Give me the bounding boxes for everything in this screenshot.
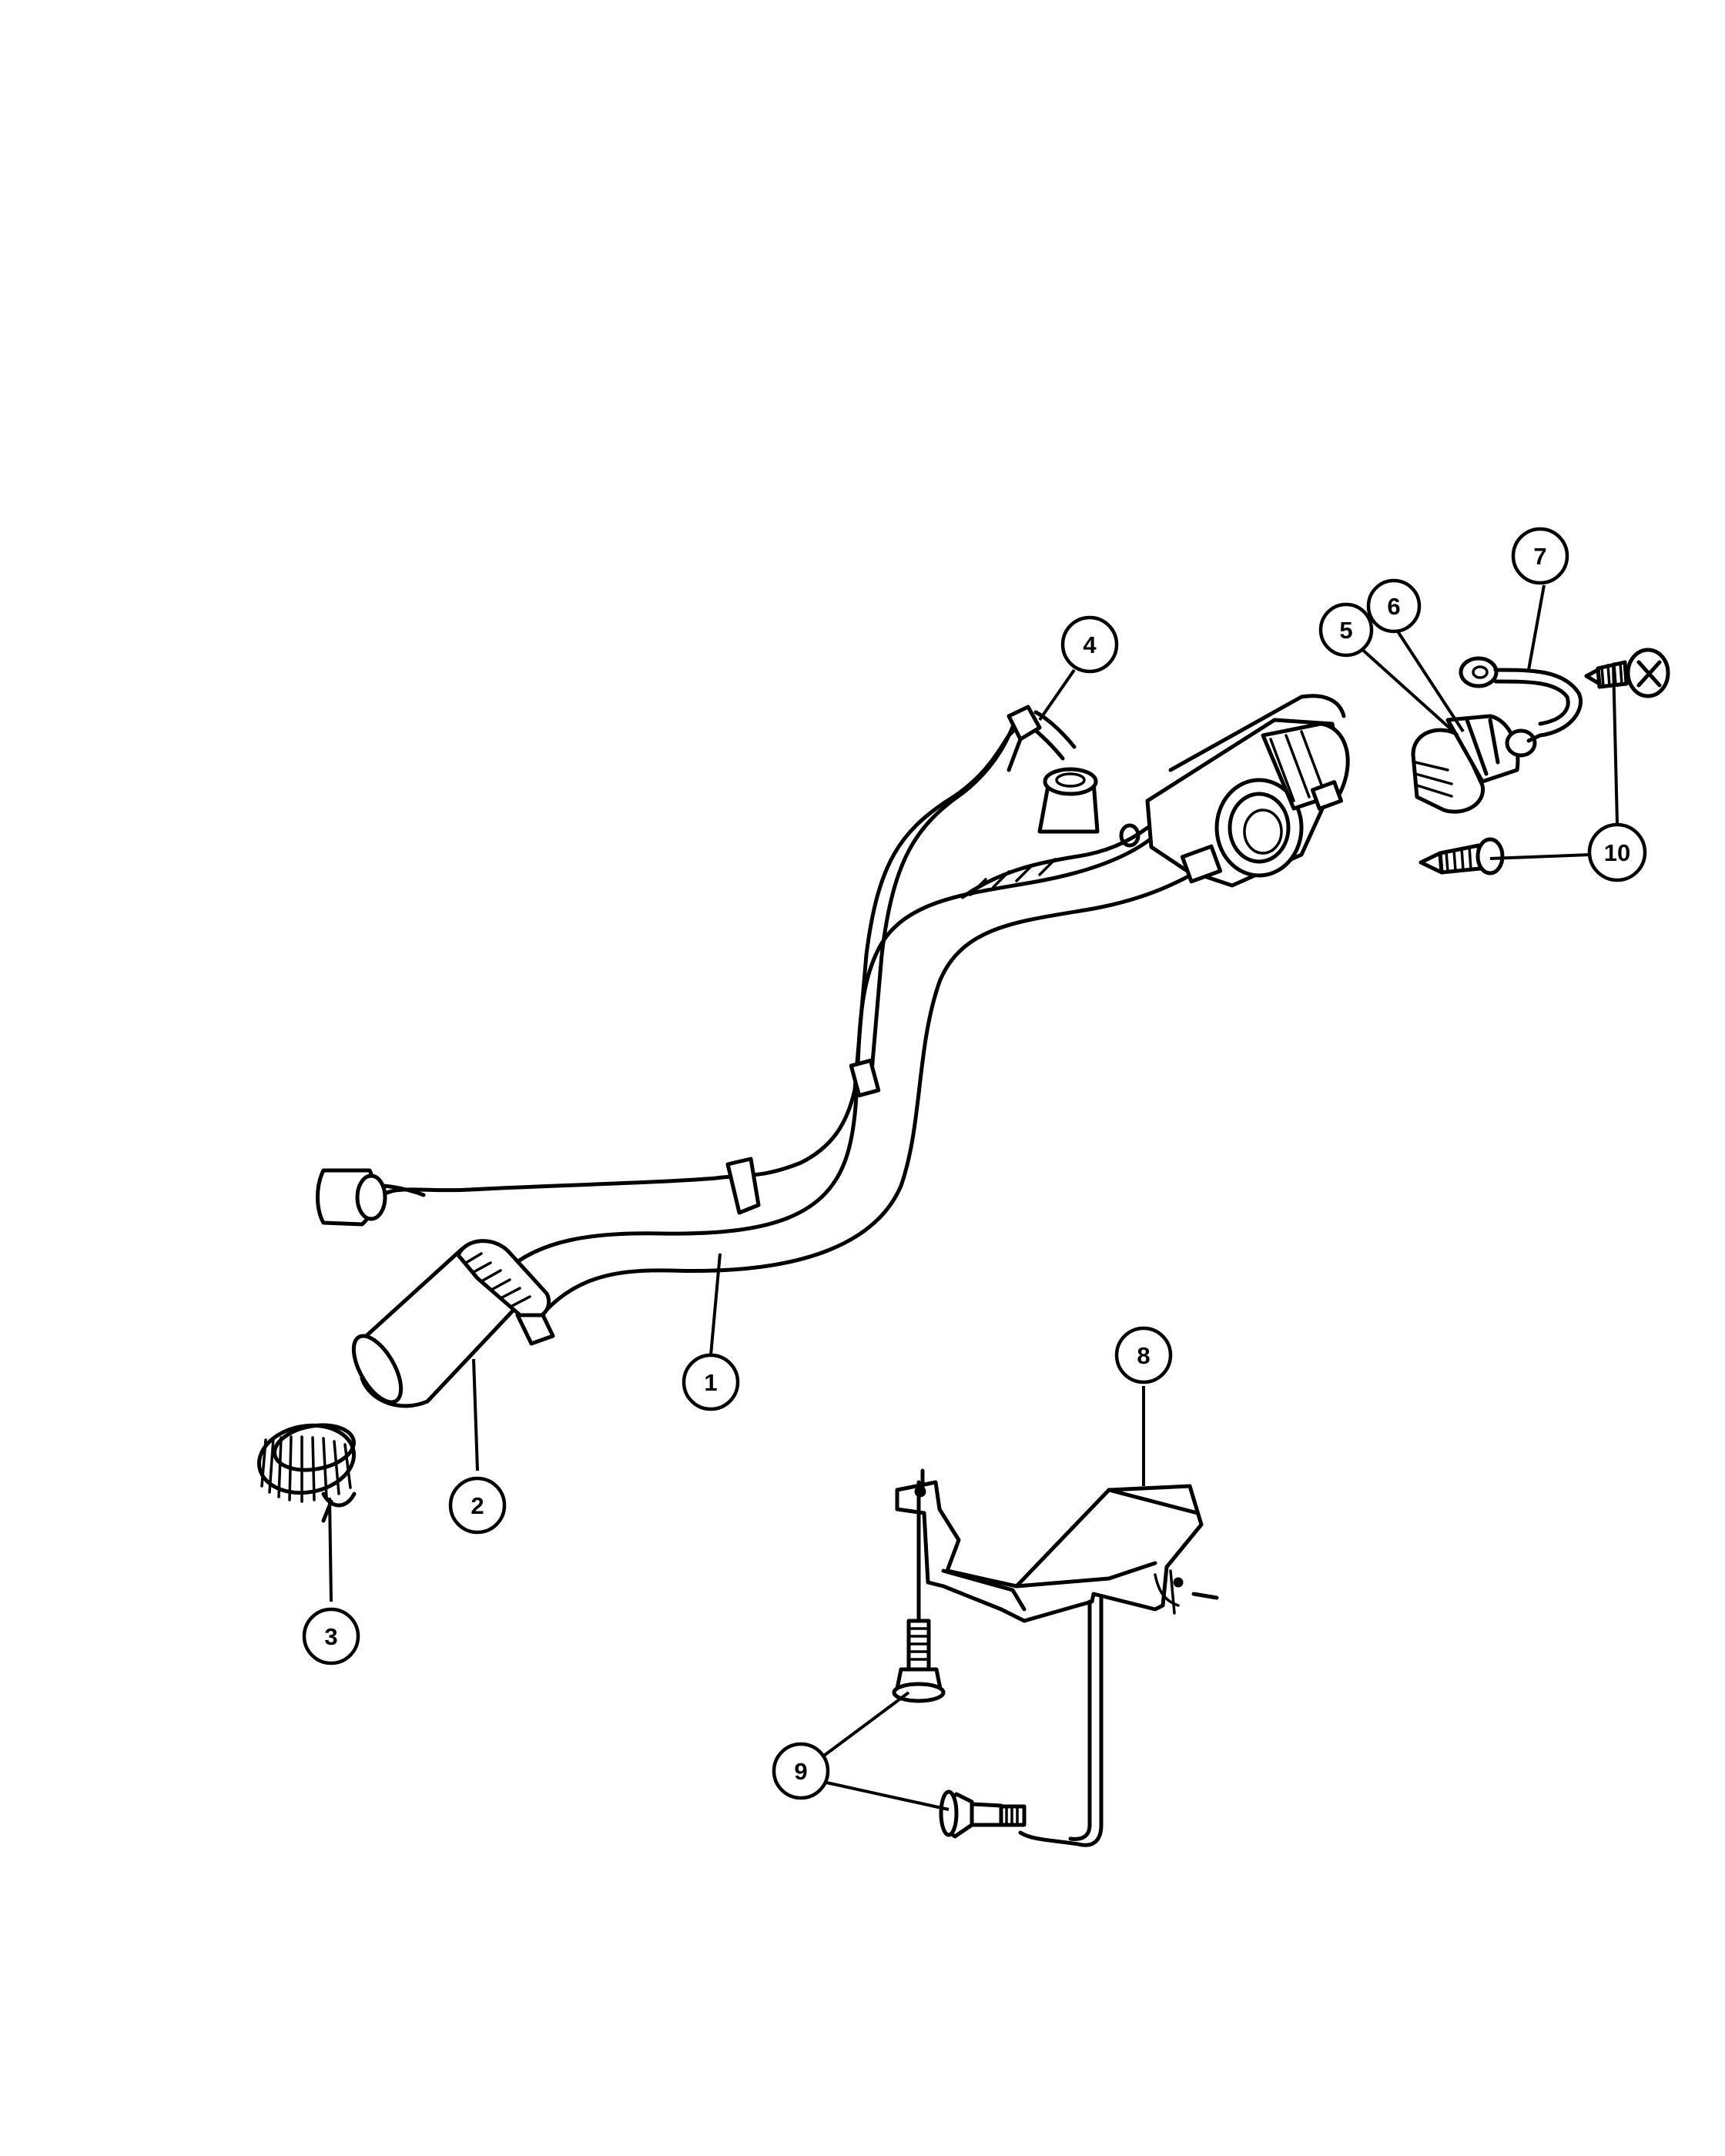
callout-1: 1 — [682, 1353, 740, 1411]
callout-2: 2 — [448, 1476, 507, 1535]
bolt-vertical — [892, 1480, 946, 1703]
callout-label-8: 8 — [1137, 1342, 1150, 1369]
fuel-filler-tube — [502, 694, 1350, 1331]
hose-clamp — [256, 1423, 357, 1523]
cap-tether — [1459, 656, 1583, 743]
callout-label-9: 9 — [794, 1758, 807, 1785]
screw-lower — [1419, 837, 1505, 875]
vent-hose — [316, 705, 1077, 1227]
callout-7: 7 — [1511, 527, 1569, 585]
callout-4: 4 — [1060, 615, 1119, 674]
callout-label-6: 6 — [1387, 593, 1400, 620]
callout-label-7: 7 — [1533, 543, 1546, 570]
callout-label-1: 1 — [704, 1369, 717, 1396]
callout-9: 9 — [772, 1742, 830, 1800]
callout-6: 6 — [1366, 578, 1422, 634]
callout-label-2: 2 — [471, 1492, 484, 1519]
bolt-horizontal — [939, 1789, 1027, 1839]
fuel-cap — [1411, 714, 1537, 814]
callout-10: 10 — [1587, 822, 1647, 882]
screw-upper — [1584, 648, 1670, 698]
filler-hose — [351, 1239, 555, 1408]
leader-lines — [328, 584, 1619, 1811]
callout-label-5: 5 — [1339, 617, 1352, 644]
callout-3: 3 — [302, 1607, 360, 1666]
callout-label-4: 4 — [1083, 631, 1097, 658]
mounting-bracket — [895, 1468, 1219, 1847]
callout-label-10: 10 — [1604, 839, 1630, 866]
callout-5: 5 — [1318, 602, 1374, 658]
callout-8: 8 — [1114, 1326, 1173, 1384]
callout-label-3: 3 — [324, 1623, 337, 1650]
